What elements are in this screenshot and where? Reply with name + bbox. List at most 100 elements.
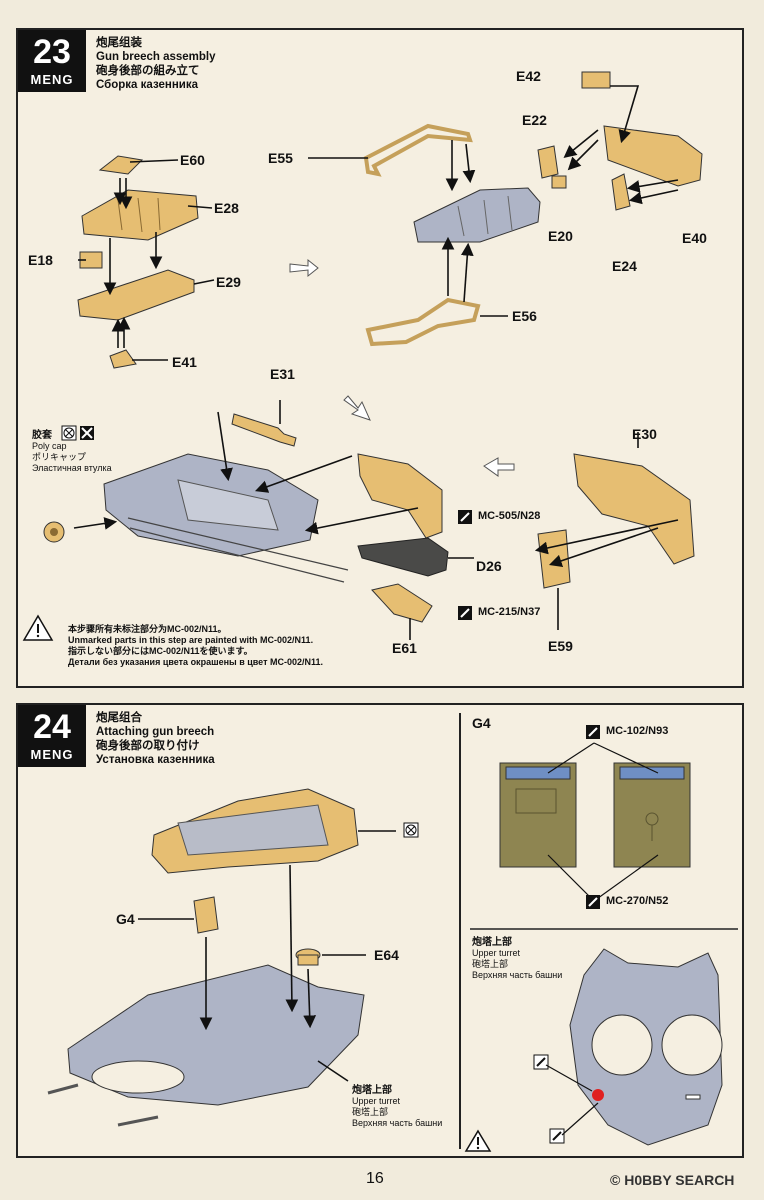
g4-paint-leaders xyxy=(547,742,659,902)
label-e60: E60 xyxy=(180,152,205,168)
step-23-badge: 23 MENG xyxy=(18,30,86,92)
breech-assembly-shape xyxy=(151,788,359,874)
step-24-panel: 24 MENG 炮尾组合 Attaching gun breech 砲身後部の取… xyxy=(16,703,744,1158)
turret-paint-leaders xyxy=(545,1064,599,1136)
part-e60-shape xyxy=(98,155,144,175)
turret-label-zh: 炮塔上部 xyxy=(352,1085,392,1096)
label-e22: E22 xyxy=(522,112,547,128)
polycap-shape xyxy=(43,521,65,543)
paint-brush-icon-a xyxy=(458,510,472,524)
part-e55-shape xyxy=(363,123,473,177)
label-g4: G4 xyxy=(116,911,135,927)
step-23-titles: 炮尾组装 Gun breech assembly 砲身後部の組み立て Сборк… xyxy=(96,36,216,92)
step-23-arrows-bottom xyxy=(73,400,679,640)
gun-assembly-shape xyxy=(103,453,349,583)
paint-brush-icon-g4-top xyxy=(586,725,600,739)
g4-panel-label: G4 xyxy=(472,715,491,731)
turret-top-label-zh: 炮塔上部 xyxy=(472,937,512,948)
label-e20: E20 xyxy=(548,228,573,244)
breech-body-shape xyxy=(413,187,541,243)
g4-right-view xyxy=(613,762,691,868)
part-e22-shape xyxy=(537,145,559,179)
step-24-titles: 炮尾组合 Attaching gun breech 砲身後部の取り付け Уста… xyxy=(96,711,215,767)
step-23-arrows-left xyxy=(78,159,215,361)
paint-note-zh: 本步骤所有未标注部分为MC-002/N11。 xyxy=(68,624,227,634)
label-d26: D26 xyxy=(476,558,502,574)
label-e42: E42 xyxy=(516,68,541,84)
label-e29: E29 xyxy=(216,274,241,290)
turret-top-label-ru: Верхняя часть башни xyxy=(472,970,563,980)
part-e56-shape xyxy=(365,297,481,347)
polycap-glue-icon xyxy=(80,426,94,440)
part-e20-shape xyxy=(551,175,567,189)
upper-turret-top-view xyxy=(569,948,723,1146)
flow-arrow-1 xyxy=(289,258,319,278)
label-e55: E55 xyxy=(268,150,293,166)
step-24-title-ja: 砲身後部の取り付け xyxy=(96,740,200,752)
polycap-x-icon xyxy=(61,425,77,441)
label-e18: E18 xyxy=(28,252,53,268)
g4-left-view xyxy=(499,762,577,868)
page-number: 16 xyxy=(366,1170,384,1187)
part-e28-shape xyxy=(81,189,199,241)
step-23-title-zh: 炮尾组装 xyxy=(96,37,142,49)
label-e31: E31 xyxy=(270,366,295,382)
label-e64: E64 xyxy=(374,947,399,963)
part-e61-shape xyxy=(371,583,433,623)
warning-icon xyxy=(22,614,54,641)
part-e31-shape xyxy=(231,413,297,447)
flow-arrow-3 xyxy=(483,457,515,477)
part-g4-shape xyxy=(193,896,219,934)
turret-label: 炮塔上部 Upper turret 砲塔上部 Верхняя часть баш… xyxy=(352,1085,442,1129)
step-24-number: 24 xyxy=(33,708,71,746)
paint-brush-icon-g4-bottom xyxy=(586,895,600,909)
step-24-divider xyxy=(459,713,461,1149)
step-23-illustration xyxy=(22,71,703,641)
part-e29-shape xyxy=(77,269,195,321)
paint-code-a: MC-505/N28 xyxy=(478,510,541,522)
turret-top-label: 炮塔上部 Upper turret 砲塔上部 Верхняя часть баш… xyxy=(472,937,562,981)
part-e41-shape xyxy=(109,349,137,369)
paint-brush-icon-b xyxy=(458,606,472,620)
part-e30-shape xyxy=(573,453,695,565)
turret-top-label-ja: 砲塔上部 xyxy=(472,959,509,969)
polycap-label-zh: 胶套 xyxy=(32,430,52,441)
label-e28: E28 xyxy=(214,200,239,216)
part-e64-shape xyxy=(295,948,321,966)
paint-code-g4-top: MC-102/N93 xyxy=(606,725,669,737)
step-24-title-en: Attaching gun breech xyxy=(96,726,215,738)
part-e24-shape xyxy=(611,173,631,211)
paint-note-ja: 指示しない部分にはMC-002/N11を使います。 xyxy=(68,646,253,656)
polycap-label: 胶套 Poly cap ポリキャップ Эластичная втулка xyxy=(32,430,112,474)
label-e40: E40 xyxy=(682,230,707,246)
flow-arrow-2 xyxy=(343,395,371,421)
no-glue-icon xyxy=(403,822,419,838)
polycap-label-ru: Эластичная втулка xyxy=(32,463,112,473)
turret-label-ru: Верхняя часть башни xyxy=(352,1118,443,1128)
step-24-title-ru: Установка казенника xyxy=(96,754,215,766)
brand-logo: MENG xyxy=(30,747,74,762)
step-23-arrows-right xyxy=(308,85,679,317)
step-24-badge: 24 MENG xyxy=(18,705,86,767)
paint-note-ru: Детали без указания цвета окрашены в цве… xyxy=(68,657,323,667)
watermark: © H0BBY SEARCH xyxy=(610,1172,735,1188)
step-23-number: 23 xyxy=(33,33,71,71)
warning-icon xyxy=(464,1129,492,1152)
label-e59: E59 xyxy=(548,638,573,654)
paint-brush-icon-turret-b xyxy=(549,1128,565,1144)
paint-code-b: MC-215/N37 xyxy=(478,606,541,618)
paint-code-g4-bottom: MC-270/N52 xyxy=(606,895,669,907)
step-23-title-en: Gun breech assembly xyxy=(96,51,216,63)
paint-note-en: Unmarked parts in this step are painted … xyxy=(68,635,314,645)
polycap-label-en: Poly cap xyxy=(32,441,67,451)
turret-top-label-en: Upper turret xyxy=(472,948,521,958)
label-e24: E24 xyxy=(612,258,637,274)
paint-brush-icon-turret-a xyxy=(533,1054,549,1070)
step-23-title-ru: Сборка казенника xyxy=(96,79,199,91)
label-e61: E61 xyxy=(392,640,417,656)
turret-label-ja: 砲塔上部 xyxy=(352,1107,389,1117)
step-23-title-ja: 砲身後部の組み立て xyxy=(96,65,200,77)
part-e30-copy-shape xyxy=(357,453,443,539)
polycap-label-ja: ポリキャップ xyxy=(32,452,87,462)
